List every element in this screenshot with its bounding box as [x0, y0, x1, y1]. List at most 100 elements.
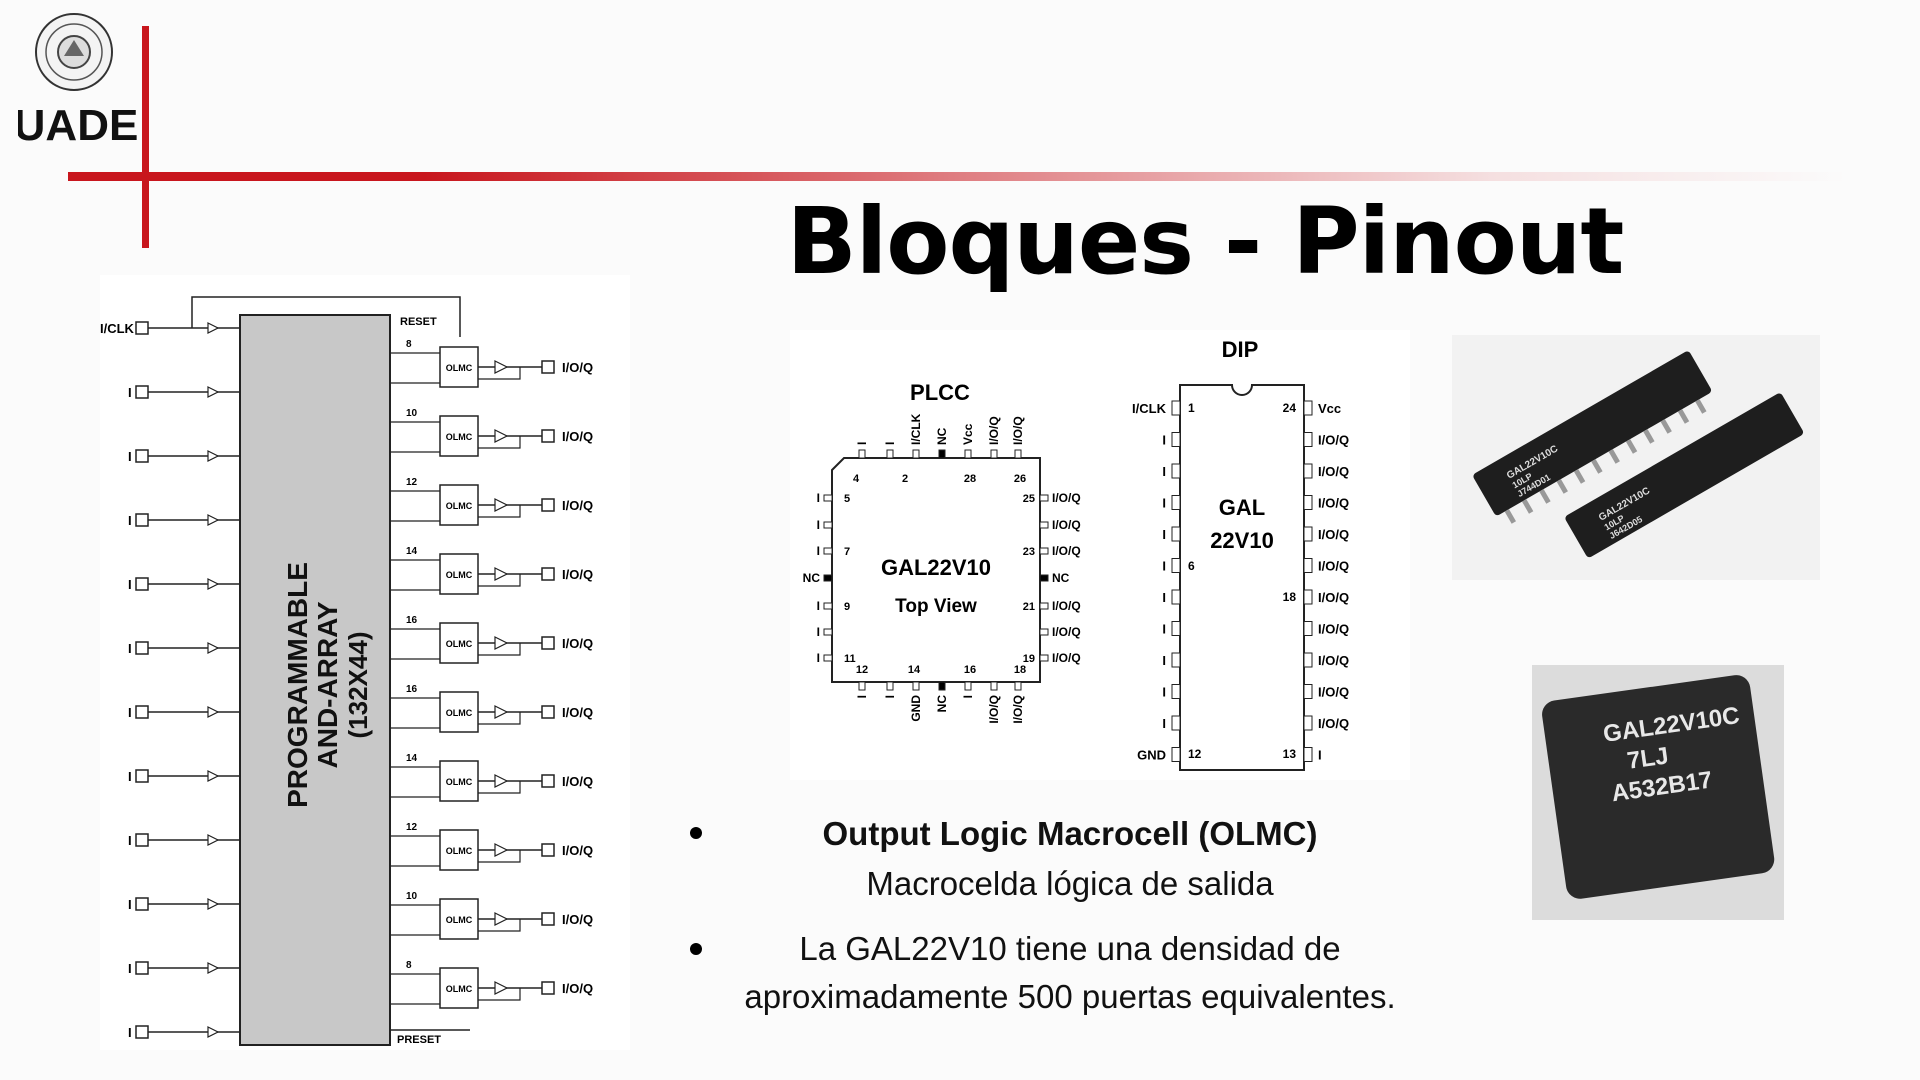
reset-label: RESET [400, 316, 437, 328]
and-array-block [239, 314, 391, 1046]
olmc-block [439, 691, 479, 733]
plcc-heading: PLCC [910, 380, 970, 405]
olmc-label: OLMC [446, 363, 473, 373]
input-row: I [128, 833, 240, 848]
plcc-top-pin: I/O/Q [987, 416, 1001, 459]
plcc-bottom-pin: I/O/Q [1011, 681, 1025, 724]
plcc-pin-number: 9 [844, 601, 850, 613]
plcc-chip-image: GAL22V10C 7LJ A532B17 [1542, 675, 1775, 899]
plcc-pin-label: I/O/Q [1011, 416, 1025, 445]
plcc-pin-label: I/O/Q [987, 416, 1001, 445]
dip-pin-label: GND [1137, 748, 1166, 763]
olmc-label: OLMC [446, 915, 473, 925]
plcc-pin-label: NC [1052, 571, 1070, 585]
plcc-top-pin: I/CLK [909, 413, 923, 459]
olmc-block [439, 829, 479, 871]
dip-pin-label: I/O/Q [1318, 653, 1349, 668]
clock-label: I/CLK [100, 321, 135, 336]
plcc-left-pin: I [817, 599, 833, 613]
input-row: I [128, 961, 240, 976]
plcc-pin-number: 25 [1023, 493, 1035, 505]
gal22v10-block-diagram: PROGRAMMABLE AND-ARRAY (132X44) I/CLK RE… [100, 296, 593, 1046]
plcc-bottom-pin: GND [909, 681, 923, 722]
plcc-top-pin: I [883, 442, 897, 459]
input-label: I [128, 577, 132, 592]
output-label: I/O/Q [562, 705, 593, 720]
input-row: I [128, 513, 240, 528]
array-label-1: PROGRAMMABLE [282, 562, 313, 808]
product-term-count: 14 [406, 753, 418, 764]
plcc-pin-label: NC [803, 571, 821, 585]
header-red-vertical-line [142, 26, 149, 248]
plcc-pin-label: I/O/Q [1052, 625, 1081, 639]
plcc-bottom-pin: I [961, 681, 975, 698]
dip-pin-label: I [1162, 496, 1166, 511]
dip-pin-number: 24 [1283, 401, 1297, 415]
dip-pin-label: I [1162, 622, 1166, 637]
input-label: I [128, 385, 132, 400]
input-label: I [128, 897, 132, 912]
olmc-label: OLMC [446, 432, 473, 442]
output-label: I/O/Q [562, 567, 593, 582]
plcc-bottom-pin: I [855, 681, 869, 698]
dip-pin-row: I I/O/Q [1162, 621, 1349, 637]
olmc-label: OLMC [446, 777, 473, 787]
input-label: I [128, 833, 132, 848]
olmc-block [439, 760, 479, 802]
dip-pin-label: I [1162, 716, 1166, 731]
plcc-right-pin: I/O/Q [1039, 518, 1081, 532]
plcc-pin-label: GND [909, 695, 923, 722]
input-label: I [128, 513, 132, 528]
product-term-count: 10 [406, 408, 418, 419]
dip-chip-photo: GAL22V10C 10LP J744D01 GAL22V10C 10LP J6… [1452, 335, 1820, 580]
plcc-bottom-pin: I/O/Q [987, 681, 1001, 724]
array-label-2: AND-ARRAY [312, 601, 343, 768]
plcc-right-pin: NC [1039, 571, 1070, 585]
dip-pin-label: I/O/Q [1318, 527, 1349, 542]
plcc-pin-label: I [817, 544, 820, 558]
plcc-right-pin: I/O/Q [1039, 625, 1081, 639]
plcc-right-pin: I/O/Q [1039, 491, 1081, 505]
plcc-pin-label: I/CLK [909, 413, 923, 445]
input-row: I [128, 385, 240, 400]
dip-pin-label: I/CLK [1132, 401, 1167, 416]
plcc-chip-name: GAL22V10 [881, 555, 991, 580]
dip-heading: DIP [1222, 337, 1259, 362]
dip-pin-label: I [1162, 653, 1166, 668]
plcc-pin-number: 26 [1014, 473, 1026, 485]
dip-chip-name-2: 22V10 [1210, 528, 1274, 553]
plcc-pin-label: I [961, 695, 975, 698]
input-row: I [128, 449, 240, 464]
product-term-count: 8 [406, 339, 412, 350]
plcc-pin-label: Vcc [961, 423, 975, 445]
plcc-pin-label: I [817, 491, 820, 505]
array-label-3: (132X44) [343, 632, 373, 739]
plcc-pin-label: I/O/Q [1052, 518, 1081, 532]
dip-chips-image: GAL22V10C 10LP J744D01 GAL22V10C 10LP J6… [1473, 351, 1804, 558]
plcc-pin-number: 12 [856, 664, 868, 676]
header-red-line [68, 172, 1848, 181]
plcc-top-pin: I [855, 442, 869, 459]
plcc-left-pin: I [817, 625, 833, 639]
plcc-marking-2: 7LJ [1625, 742, 1670, 774]
dip-chip-name-1: GAL [1219, 495, 1265, 520]
dip-pin-label: I/O/Q [1318, 464, 1349, 479]
plcc-top-pin: NC [935, 427, 949, 459]
dip-pin-label: I [1318, 748, 1322, 763]
plcc-pin-label: I/O/Q [1052, 491, 1081, 505]
plcc-pin-label: NC [935, 695, 949, 713]
product-term-count: 16 [406, 615, 418, 626]
dip-pin-label: I/O/Q [1318, 590, 1349, 605]
input-label: I [128, 769, 132, 784]
dip-pin-label: I/O/Q [1318, 622, 1349, 637]
logo-text: UADE [18, 101, 138, 148]
